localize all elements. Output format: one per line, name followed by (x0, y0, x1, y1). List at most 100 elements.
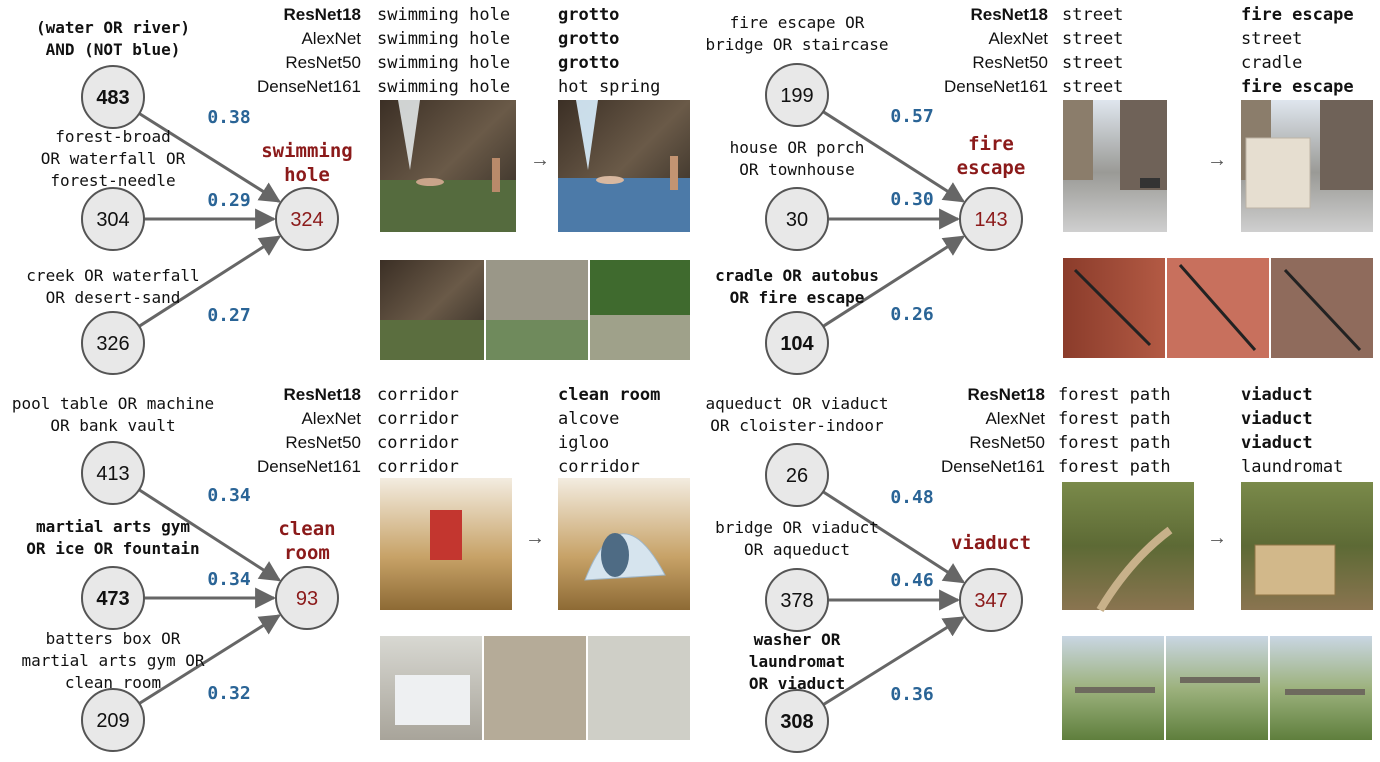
edge-weight: 0.34 (207, 485, 251, 506)
input-neuron-id: 104 (780, 333, 814, 355)
edge-arrow (138, 235, 281, 328)
photo-clean-room-edited (558, 478, 690, 610)
input-neuron-node (765, 689, 829, 753)
input-neuron-id: 26 (786, 465, 808, 487)
photo-viaduct-edited (1241, 482, 1373, 610)
edge-weight: 0.26 (890, 304, 933, 325)
target-neuron-id: 93 (296, 588, 318, 610)
edge-arrow (138, 112, 281, 203)
labels-layer: 0.38(water OR river)AND (NOT blue)0.29fo… (12, 13, 1031, 705)
neuron-concept-label: OR townhouse (739, 160, 855, 179)
model-name: AlexNet (985, 409, 1045, 428)
input-neuron-id: 473 (96, 588, 129, 610)
model-name: ResNet50 (285, 433, 361, 452)
target-class-label: viaduct (951, 532, 1031, 554)
photo-fire-escape-examples (1063, 258, 1373, 358)
neuron-concept-label: OR viaduct (749, 674, 845, 693)
input-neuron-id: 30 (786, 209, 808, 231)
prediction-before: forest path (1058, 433, 1171, 453)
input-neuron-id: 378 (780, 590, 813, 612)
prediction-before: swimming hole (377, 5, 510, 25)
edge-weight: 0.32 (207, 683, 250, 704)
input-neuron-id: 326 (96, 333, 129, 355)
input-neuron-id: 304 (96, 209, 129, 231)
prediction-before: forest path (1058, 409, 1171, 429)
edge-arrow (822, 235, 965, 328)
input-neuron-node (81, 187, 145, 251)
model-name: ResNet50 (969, 433, 1045, 452)
input-neuron-node (765, 63, 829, 127)
prediction-before: forest path (1058, 385, 1171, 405)
model-name: ResNet18 (971, 5, 1049, 24)
target-class-label: clean (278, 518, 335, 540)
photo-clean-room-original (380, 478, 512, 610)
neuron-concept-label: bridge OR staircase (705, 35, 888, 54)
edge-arrow (138, 614, 281, 705)
neuron-concept-label: house OR porch (730, 138, 865, 157)
model-name: ResNet18 (284, 5, 362, 24)
edges-layer (138, 110, 966, 706)
neuron-concept-label: OR aqueduct (744, 540, 850, 559)
prediction-before: corridor (377, 385, 459, 405)
edge-arrow (138, 488, 282, 582)
edit-arrow-icon: → (530, 149, 550, 171)
prediction-after: laundromat (1241, 457, 1343, 477)
neuron-concept-label: fire escape OR (730, 13, 865, 32)
prediction-after: grotto (558, 53, 619, 73)
prediction-after: viaduct (1241, 409, 1313, 429)
target-neuron-node (959, 568, 1023, 632)
target-class-label: room (284, 542, 330, 564)
prediction-before: street (1062, 29, 1123, 49)
edge-weight: 0.38 (207, 107, 250, 128)
target-neuron-id: 143 (974, 209, 1007, 231)
neuron-concept-label: OR waterfall OR (41, 149, 186, 168)
edge-weight: 0.27 (207, 305, 250, 326)
neuron-concept-label: martial arts gym OR (21, 651, 204, 670)
prediction-after: street (1241, 29, 1302, 49)
target-neuron-id: 324 (290, 209, 323, 231)
edge-weight: 0.46 (890, 570, 933, 591)
prediction-before: street (1062, 77, 1123, 97)
edge-weight: 0.30 (890, 189, 933, 210)
photo-swimming-hole-edited (558, 100, 690, 232)
edge-weight: 0.34 (207, 569, 251, 590)
neuron-concept-label: (water OR river) (36, 18, 190, 37)
edge-weight: 0.57 (890, 106, 933, 127)
photo-swimming-hole-examples (380, 260, 690, 360)
prediction-after: alcove (558, 409, 619, 429)
neuron-concept-label: OR fire escape (730, 288, 865, 307)
edge-arrow (822, 490, 966, 584)
input-neuron-node (81, 688, 145, 752)
prediction-after: fire escape (1241, 5, 1354, 25)
prediction-before: swimming hole (377, 77, 510, 97)
input-neuron-node (81, 311, 145, 375)
edit-arrow-icon: → (1207, 149, 1227, 171)
photos-layer (380, 100, 1373, 740)
input-neuron-node (765, 568, 829, 632)
model-name: DenseNet161 (257, 77, 361, 96)
input-neuron-node (765, 311, 829, 375)
neuron-concept-label: aqueduct OR viaduct (705, 394, 888, 413)
photo-fire-escape-original (1063, 100, 1167, 232)
prediction-before: corridor (377, 457, 459, 477)
neuron-concept-label: AND (NOT blue) (46, 40, 181, 59)
model-name: AlexNet (301, 409, 361, 428)
target-class-label: hole (284, 164, 330, 186)
edge-arrow (822, 110, 965, 203)
target-neuron-node (959, 187, 1023, 251)
prediction-after: grotto (558, 5, 619, 25)
neuron-concept-label: forest-needle (50, 171, 175, 190)
neuron-concept-label: washer OR (754, 630, 841, 649)
neuron-concept-label: creek OR waterfall (26, 266, 199, 285)
neuron-concept-label: OR cloister-indoor (710, 416, 884, 435)
photo-viaduct-examples (1062, 636, 1372, 740)
neuron-concept-label: bridge OR viaduct (715, 518, 879, 537)
input-neuron-id: 308 (780, 711, 813, 733)
model-name: DenseNet161 (944, 77, 1048, 96)
prediction-after: viaduct (1241, 385, 1313, 405)
prediction-after: clean room (558, 385, 660, 405)
photo-viaduct-original (1062, 482, 1194, 613)
neuron-concept-label: martial arts gym (36, 517, 190, 536)
